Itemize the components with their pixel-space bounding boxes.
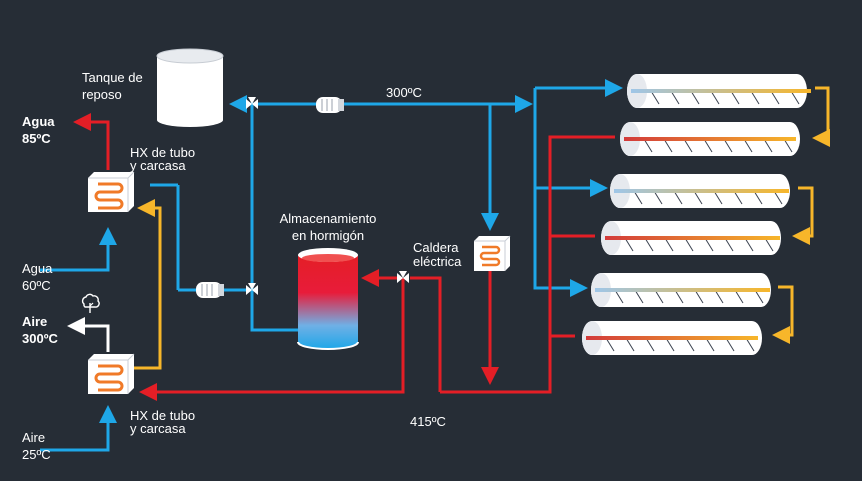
air-in-temp: 25ºC <box>22 447 51 462</box>
heat-exchanger-bottom <box>88 353 135 394</box>
cold-temp-label: 300ºC <box>386 85 422 100</box>
warm-piping <box>124 199 162 370</box>
collector-3 <box>609 173 791 209</box>
collector-loops <box>772 86 830 344</box>
hot-piping <box>73 113 615 401</box>
concrete-storage <box>297 248 359 350</box>
three-way-valve-icon <box>246 283 258 295</box>
collector-array <box>581 73 811 356</box>
boiler-label-2: eléctrica <box>413 254 462 269</box>
three-way-valve-icon <box>246 97 258 109</box>
tree-icon <box>81 293 100 313</box>
air-in-label: Aire <box>22 430 45 445</box>
hx-top-label-2: y carcasa <box>130 158 186 173</box>
air-out-label: Aire <box>22 314 47 329</box>
hx-bottom-label-2: y carcasa <box>130 421 186 436</box>
tank-label-2: reposo <box>82 87 122 102</box>
water-in-temp: 60ºC <box>22 278 51 293</box>
water-out-temp: 85ºC <box>22 131 51 146</box>
water-out-label: Agua <box>22 114 55 129</box>
water-in-label: Agua <box>22 261 53 276</box>
collector-1 <box>626 73 811 109</box>
electric-boiler <box>474 235 511 271</box>
storage-label-2: en hormigón <box>292 228 364 243</box>
hot-temp-label: 415ºC <box>410 414 446 429</box>
collector-6 <box>581 320 763 356</box>
collector-4 <box>600 220 782 256</box>
cold-piping <box>40 79 623 452</box>
hx-top-label-1: HX de tubo <box>130 145 195 160</box>
hx-bottom-label-1: HX de tubo <box>130 408 195 423</box>
three-way-valve-icon <box>397 271 409 283</box>
pump-icon <box>316 97 344 113</box>
buffer-tank <box>156 48 224 127</box>
tank-label-1: Tanque de <box>82 70 143 85</box>
storage-label-1: Almacenamiento <box>280 211 377 226</box>
heat-exchanger-top <box>88 171 135 212</box>
collector-5 <box>590 272 772 308</box>
air-out-pipe <box>67 317 110 352</box>
air-out-temp: 300ºC <box>22 331 58 346</box>
collector-2 <box>619 121 801 157</box>
pump-icon <box>196 282 224 298</box>
boiler-label-1: Caldera <box>413 240 459 255</box>
